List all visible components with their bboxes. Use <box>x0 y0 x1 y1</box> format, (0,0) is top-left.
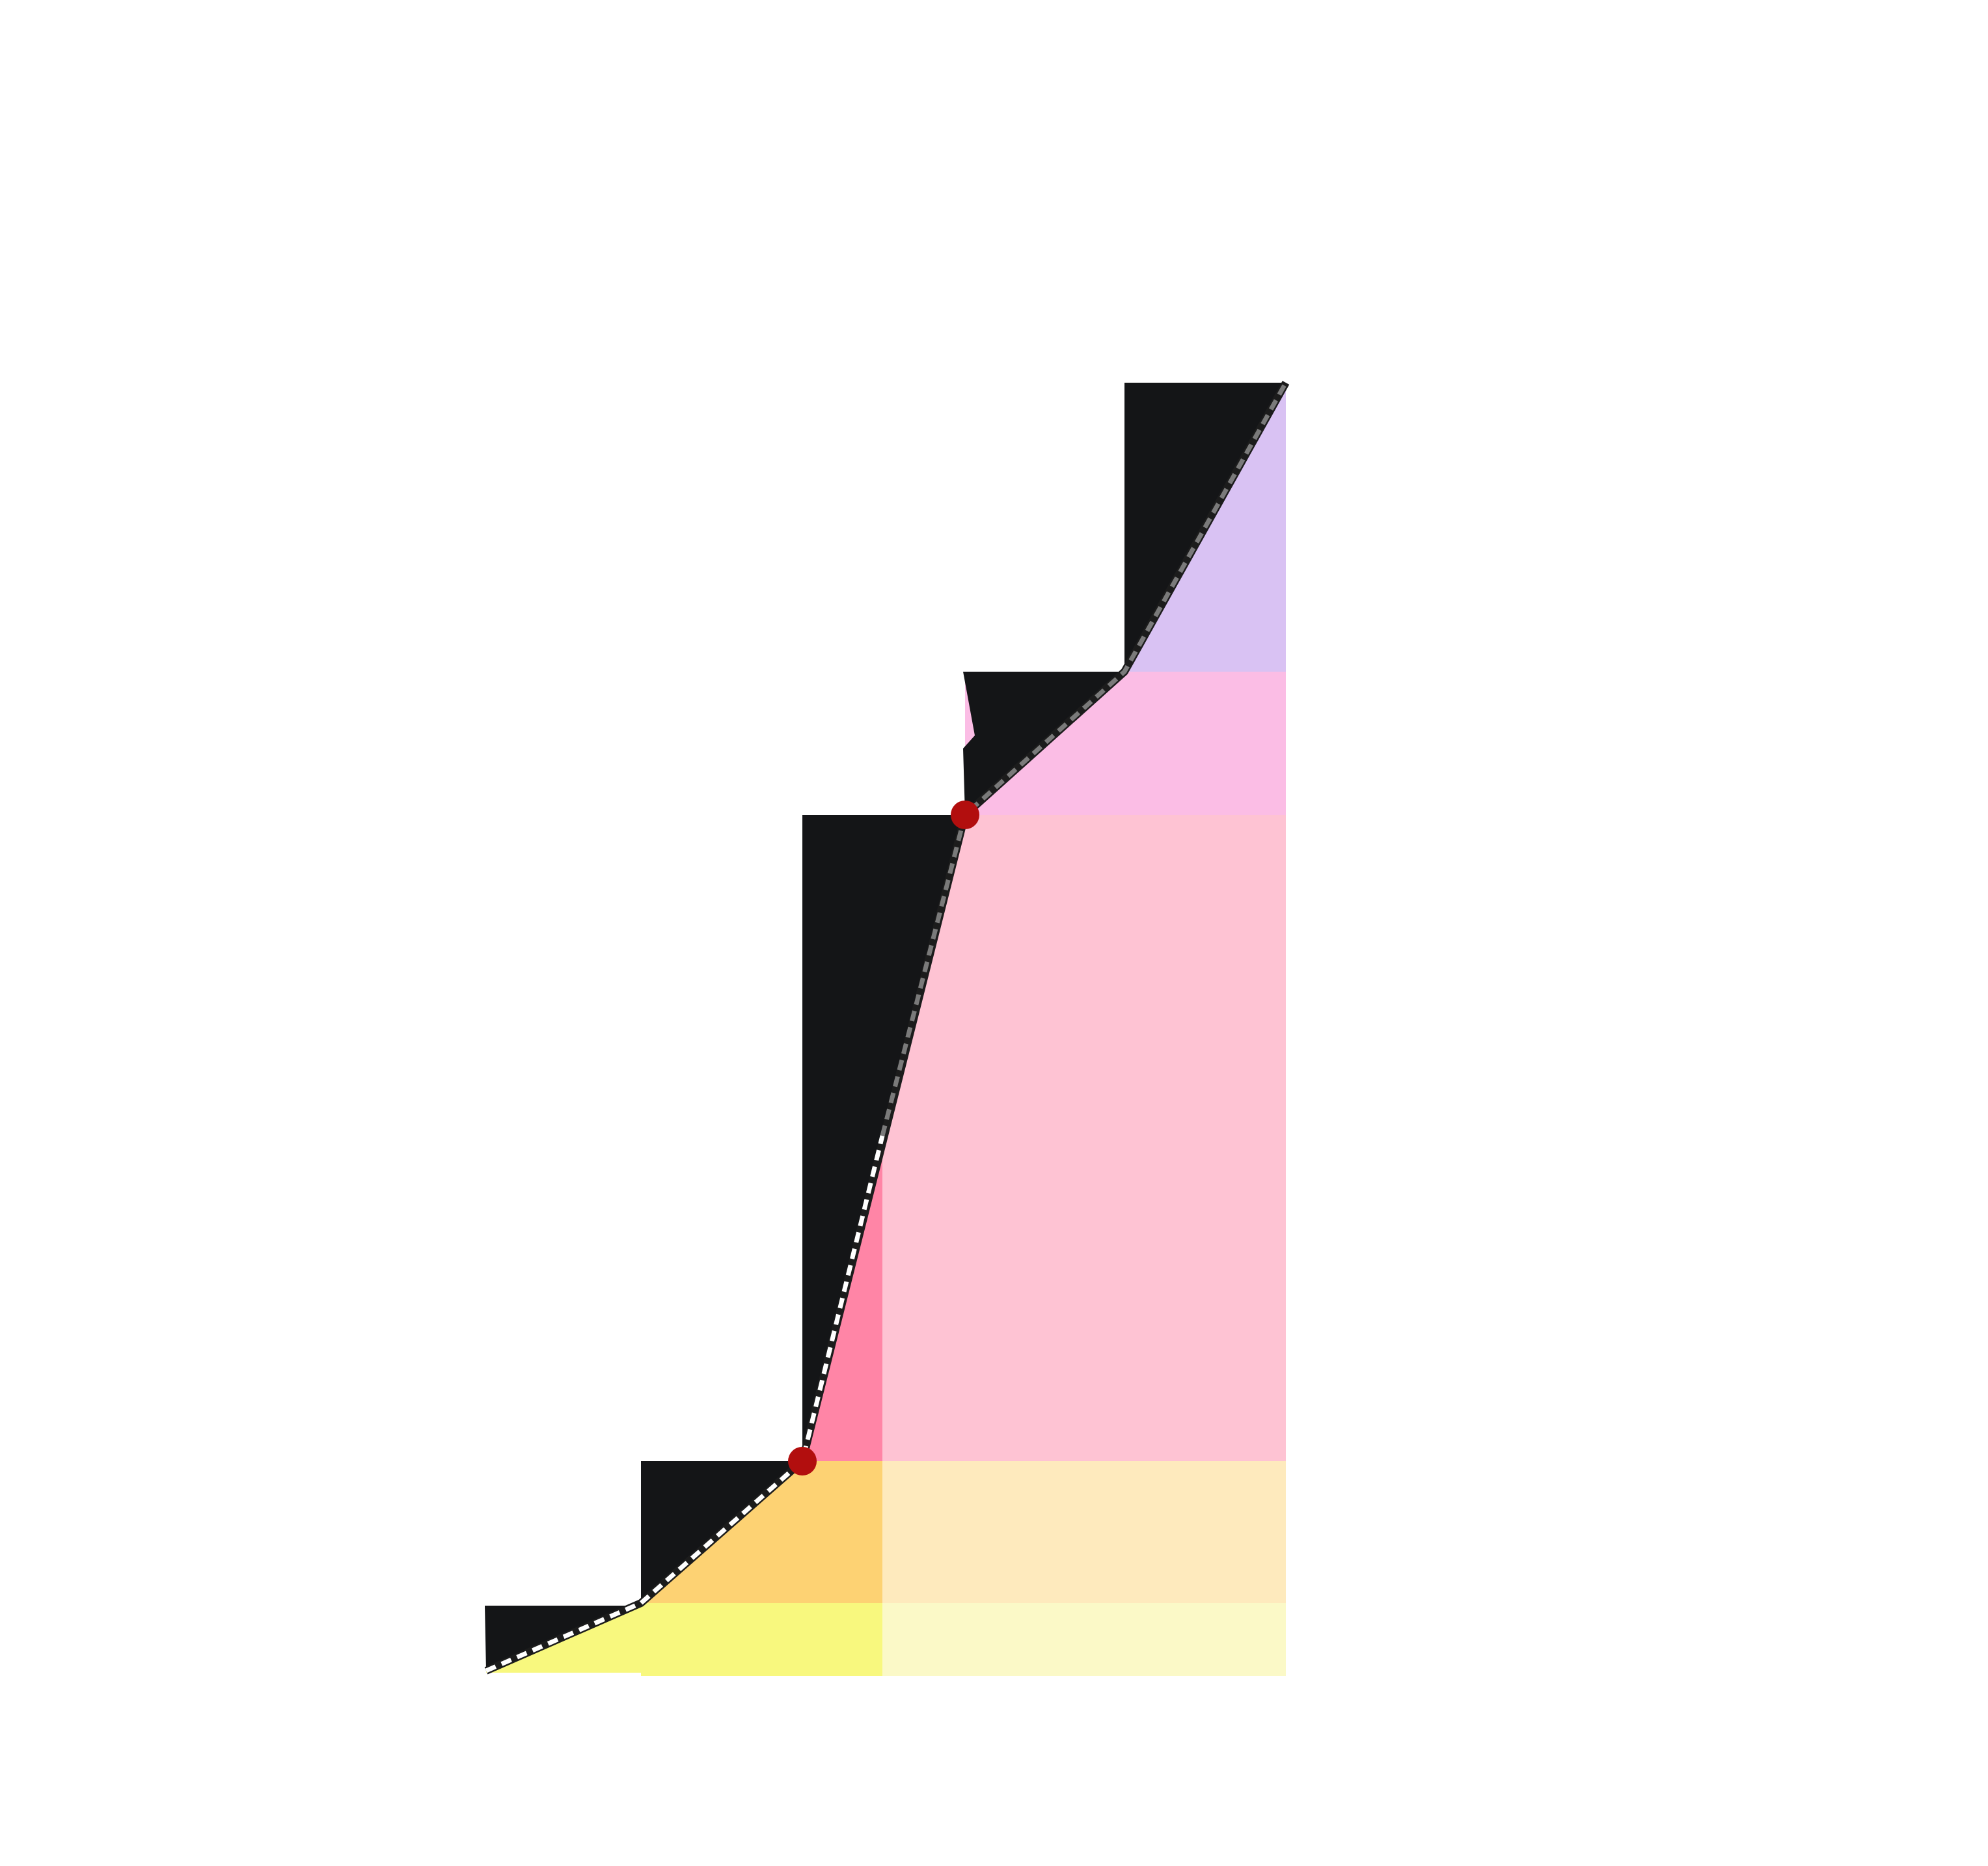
highlight-point-lower <box>788 1447 817 1475</box>
curve-dash-white <box>485 1135 885 1673</box>
highlight-points <box>788 801 979 1475</box>
curve-dash-gray <box>880 381 1288 1136</box>
band-pink-light <box>882 815 1286 1461</box>
band-yellow-light <box>882 1603 1286 1676</box>
highlight-point-upper <box>951 801 979 829</box>
band-yellow-strong <box>486 1603 882 1676</box>
cumulative-curve <box>484 381 1290 1675</box>
band-orange-light <box>882 1461 1286 1603</box>
band-orange-strong <box>641 1461 882 1603</box>
